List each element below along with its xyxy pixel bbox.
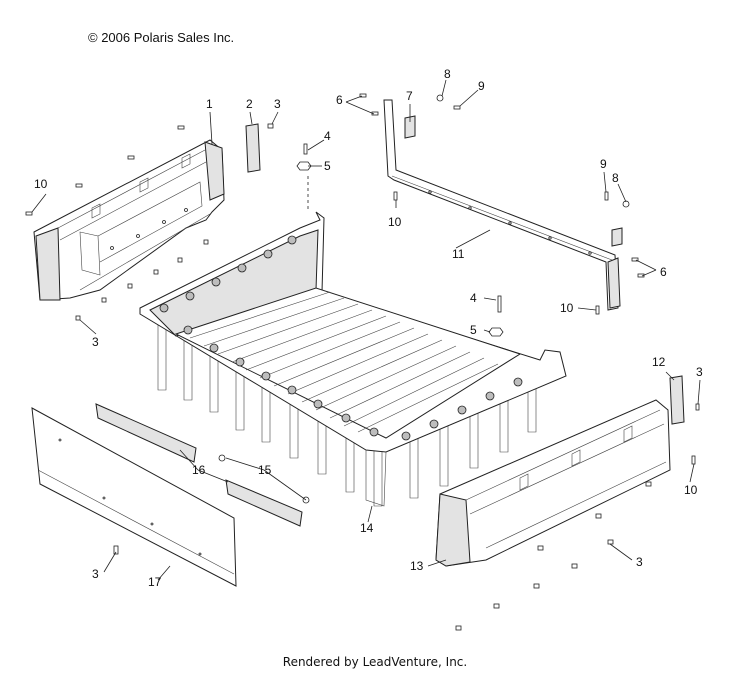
bed-frame-rail-part[interactable] <box>383 99 623 311</box>
callout-15: 15 <box>258 463 272 477</box>
floor-panel-part[interactable] <box>31 407 237 587</box>
front-wall-part[interactable] <box>33 139 225 301</box>
hardware-fasteners <box>25 93 700 631</box>
callout-11: 11 <box>452 247 465 261</box>
callout-3: 3 <box>92 567 99 581</box>
callout-10: 10 <box>560 301 574 315</box>
callout-7: 7 <box>406 89 413 103</box>
callout-2: 2 <box>246 97 253 111</box>
wear-strip-part[interactable] <box>245 123 261 173</box>
callout-4: 4 <box>470 291 477 305</box>
bed-pads-part[interactable] <box>95 403 303 527</box>
callout-9: 9 <box>600 157 607 171</box>
callout-8: 8 <box>612 171 619 185</box>
callout-13: 13 <box>410 559 424 573</box>
copyright-notice: © 2006 Polaris Sales Inc. <box>88 30 235 45</box>
callout-3: 3 <box>636 555 643 569</box>
callout-5: 5 <box>470 323 477 337</box>
callout-9: 9 <box>478 79 485 93</box>
callout-3: 3 <box>696 365 703 379</box>
footer-credit: Rendered by LeadVenture, Inc. <box>282 655 468 669</box>
rear-wear-strip-part[interactable] <box>669 375 685 425</box>
callout-16: 16 <box>192 463 206 477</box>
callout-10: 10 <box>388 215 402 229</box>
callout-5: 5 <box>324 159 331 173</box>
callout-6: 6 <box>660 265 667 279</box>
callout-1: 1 <box>206 97 213 111</box>
rear-wall-part[interactable] <box>435 399 671 567</box>
callout-labels: 1 2 3 6 7 8 9 4 5 10 10 9 8 11 6 3 4 5 1… <box>34 67 703 589</box>
callout-10: 10 <box>684 483 698 497</box>
callout-3: 3 <box>274 97 281 111</box>
cargo-bed-tub-part[interactable] <box>139 211 567 507</box>
callout-6: 6 <box>336 93 343 107</box>
callout-3: 3 <box>92 335 99 349</box>
callout-12: 12 <box>652 355 666 369</box>
callout-4: 4 <box>324 129 331 143</box>
callout-8: 8 <box>444 67 451 81</box>
callout-10: 10 <box>34 177 48 191</box>
callout-14: 14 <box>360 521 374 535</box>
leader-lines <box>31 79 701 581</box>
callout-17: 17 <box>148 575 162 589</box>
